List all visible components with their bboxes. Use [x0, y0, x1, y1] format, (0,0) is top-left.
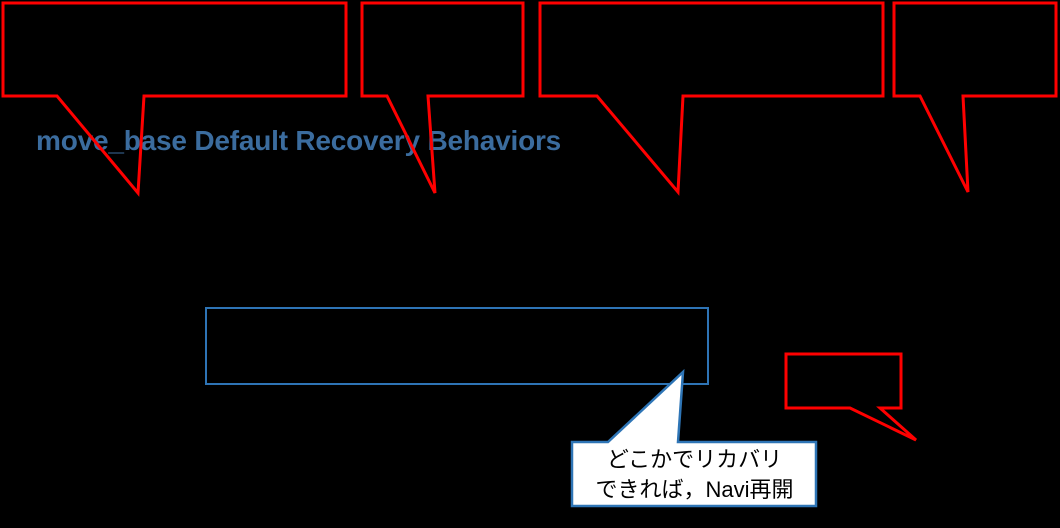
small-callout-bubble: [784, 352, 917, 442]
callout-bubble-2: [360, 1, 525, 194]
callout-bubble-4: [892, 1, 1058, 193]
callout-bubble-1: [1, 1, 348, 197]
speech-bubble-line-2: できれば，Navi再開: [595, 476, 794, 502]
speech-bubble: [570, 368, 818, 508]
speech-bubble-text: どこかでリカバリ できれば，Navi再開: [572, 442, 817, 507]
callout-bubble-3: [538, 1, 885, 196]
recovery-box: [205, 307, 709, 385]
page-title: move_base Default Recovery Behaviors: [36, 125, 562, 156]
speech-bubble-line-1: どこかでリカバリ: [606, 446, 783, 472]
